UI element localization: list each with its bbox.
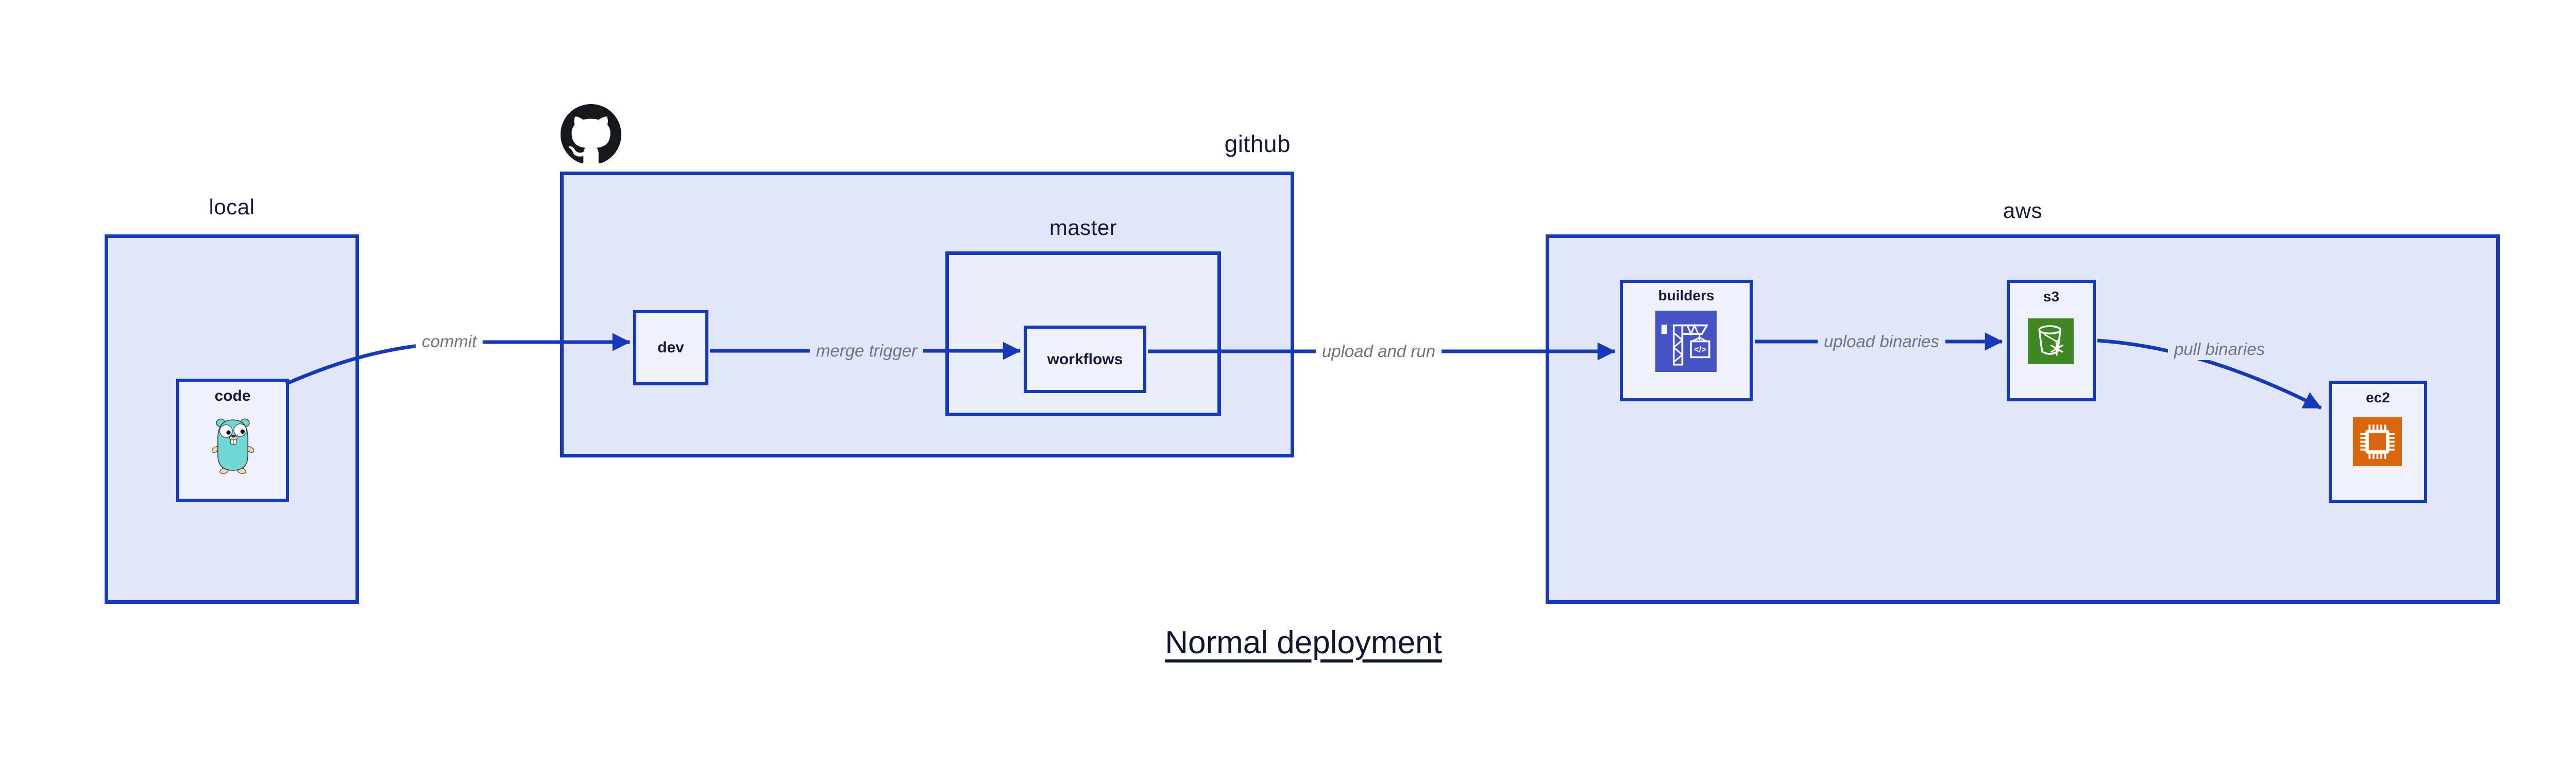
diagram-title: Normal deployment — [1165, 625, 1442, 660]
edge-label-commit: commit — [415, 331, 483, 352]
node-workflows — [1024, 326, 1146, 393]
aws-ec2-icon — [2353, 417, 2402, 466]
node-s3-label: s3 — [2043, 288, 2060, 304]
node-dev-label: dev — [657, 339, 684, 356]
container-master-label: master — [1049, 215, 1117, 240]
edge-label-upload-and-run: upload and run — [1315, 341, 1442, 362]
codebuild-code-glyph: </> — [1694, 345, 1706, 354]
container-github-label: github — [1224, 130, 1291, 157]
node-builders-label: builders — [1658, 287, 1715, 303]
edge-label-pull-binaries: pull binaries — [2167, 338, 2272, 360]
node-dev — [633, 310, 708, 385]
github-octocat-icon — [561, 104, 621, 164]
edge-label-merge-trigger: merge trigger — [809, 340, 924, 362]
go-gopher-icon — [211, 418, 255, 474]
node-workflows-label: workflows — [1047, 351, 1123, 368]
container-local-label: local — [209, 195, 255, 219]
node-code-label: code — [214, 387, 251, 404]
container-aws-label: aws — [2003, 198, 2043, 223]
aws-codebuild-icon: </> — [1655, 311, 1717, 372]
node-ec2-label: ec2 — [2366, 389, 2390, 405]
edge-label-upload-binaries: upload binaries — [1818, 331, 1945, 352]
aws-s3-glacier-icon — [2028, 318, 2074, 364]
